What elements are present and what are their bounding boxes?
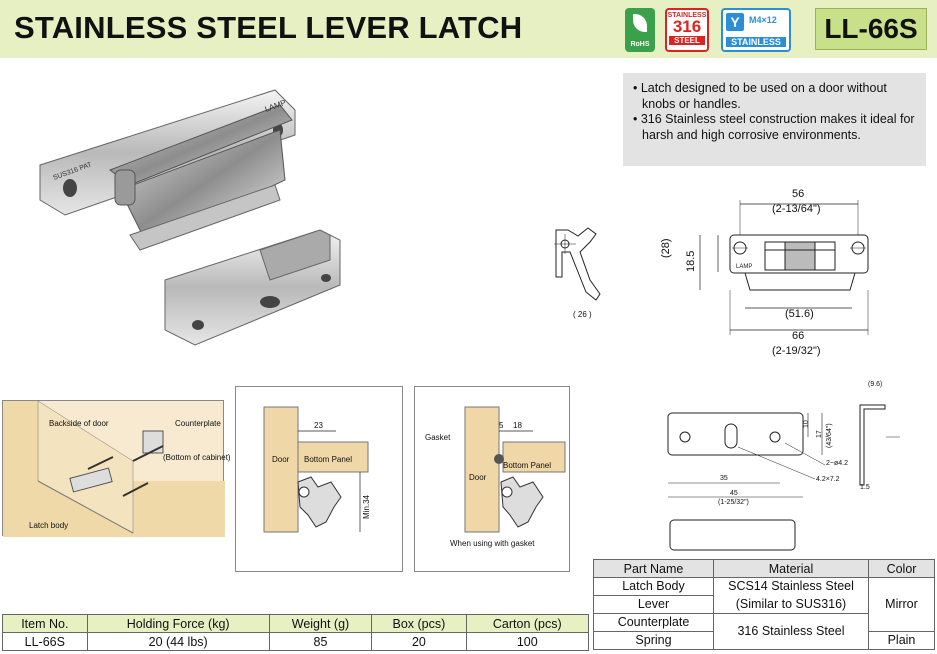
label-counterplate: Counterplate bbox=[175, 419, 221, 428]
th-part-name: Part Name bbox=[593, 559, 714, 578]
stainless-316-badge: STAINLESS 316 STEEL bbox=[665, 8, 709, 52]
table-row: Counterplate 316 Stainless Steel bbox=[593, 613, 935, 650]
td-scs14-line2: (Similar to SUS316) bbox=[713, 595, 869, 614]
td-mirror: Mirror bbox=[868, 577, 935, 632]
td-latch-body: Latch Body bbox=[593, 577, 714, 596]
installation-diagram: Backside of door Counterplate (Bottom of… bbox=[2, 400, 231, 537]
gasket-caption: When using with gasket bbox=[450, 539, 535, 548]
label-bottom-of-cabinet: (Bottom of cabinet) bbox=[163, 453, 231, 462]
screw-icon: Y bbox=[726, 13, 744, 31]
features-box: • Latch designed to be used on a door wi… bbox=[623, 73, 926, 166]
label-backside-of-door: Backside of door bbox=[49, 419, 109, 428]
item-table: Item No. Holding Force (kg) Weight (g) B… bbox=[2, 614, 590, 651]
mount-gasket-diagram: Gasket 5 18 Door Bottom Panel When using… bbox=[414, 386, 570, 572]
product-photo: LAMP SUS316 PAT bbox=[39, 89, 341, 346]
item-table-header: Item No. Holding Force (kg) Weight (g) B… bbox=[2, 614, 590, 633]
side-depth-dim: ( 26 ) bbox=[573, 310, 592, 319]
cp-thickness: (9.6) bbox=[868, 381, 883, 388]
leaf-icon bbox=[633, 14, 647, 32]
th-item-no: Item No. bbox=[2, 614, 88, 633]
cp-total-width-in: (1-25/32") bbox=[718, 499, 749, 506]
th-material: Material bbox=[713, 559, 869, 578]
feature-item: • Latch designed to be used on a door wi… bbox=[633, 81, 887, 111]
badge-stainless-label: STAINLESS bbox=[667, 12, 707, 19]
gasket-door-label: Door bbox=[469, 473, 487, 482]
counterplate-drawing bbox=[667, 404, 900, 551]
front-height-outer: (28) bbox=[660, 238, 672, 258]
mount-diagram: 23 Door Bottom Panel Min.34 bbox=[235, 386, 403, 572]
td-scs14-line1: SCS14 Stainless Steel bbox=[713, 577, 869, 596]
table-row: Spring Plain bbox=[593, 631, 935, 650]
cp-height-inner: 10 bbox=[803, 420, 810, 428]
page-title: STAINLESS STEEL LEVER LATCH bbox=[14, 10, 523, 45]
model-number: LL-66S bbox=[815, 8, 927, 50]
td-item-no: LL-66S bbox=[2, 632, 88, 651]
label-latch-body: Latch body bbox=[29, 521, 69, 530]
th-weight: Weight (g) bbox=[268, 614, 373, 633]
parts-table-header: Part Name Material Color bbox=[593, 559, 935, 578]
td-plain: Plain bbox=[868, 631, 935, 650]
cp-height-outer-in: (43/64") bbox=[826, 423, 833, 448]
th-carton: Carton (pcs) bbox=[465, 614, 590, 633]
gasket-label: Gasket bbox=[425, 433, 451, 442]
parts-table: Part Name Material Color Latch Body SCS1… bbox=[593, 559, 935, 650]
front-width-top-in: (2-13/64") bbox=[772, 203, 821, 215]
th-color: Color bbox=[868, 559, 935, 578]
gasket-offset-dim: 18 bbox=[513, 421, 522, 430]
front-height-inner: 18.5 bbox=[685, 250, 697, 272]
th-holding-force: Holding Force (kg) bbox=[86, 614, 270, 633]
front-width-inner: (51.6) bbox=[785, 308, 814, 320]
gasket-panel-label: Bottom Panel bbox=[503, 461, 552, 470]
td-spring: Spring bbox=[593, 631, 714, 650]
front-width-top: 56 bbox=[792, 188, 805, 200]
table-row: Latch Body SCS14 Stainless Steel Mirror bbox=[593, 577, 935, 632]
mount-min-dim: Min.34 bbox=[362, 494, 371, 519]
rohs-badge: RoHS bbox=[625, 8, 655, 52]
front-brand: LAMP bbox=[736, 264, 752, 270]
front-base-plate bbox=[729, 234, 869, 274]
counterplate-top-view bbox=[667, 412, 804, 456]
cp-total-width: 45 bbox=[730, 490, 738, 497]
screw-badge: Y M4×12 STAINLESS bbox=[721, 8, 791, 52]
cp-slot: 4.2×7.2 bbox=[816, 476, 840, 483]
mount-offset-dim: 23 bbox=[314, 421, 323, 430]
td-weight: 85 bbox=[268, 632, 373, 651]
gasket-gap-dim: 5 bbox=[499, 421, 504, 430]
front-width-bottom-in: (2-19/32") bbox=[772, 345, 821, 357]
td-holding-force: 20 (44 lbs) bbox=[86, 632, 270, 651]
td-counterplate: Counterplate bbox=[593, 613, 714, 632]
front-view-drawing: LAMP bbox=[699, 200, 869, 335]
td-ss316: 316 Stainless Steel bbox=[713, 613, 869, 650]
mount-panel-label: Bottom Panel bbox=[304, 455, 353, 464]
table-row: LL-66S 20 (44 lbs) 85 20 100 bbox=[2, 632, 590, 651]
badge-316-label: 316 bbox=[672, 17, 702, 36]
td-lever: Lever bbox=[593, 595, 714, 614]
header-bar: STAINLESS STEEL LEVER LATCH RoHS STAINLE… bbox=[0, 0, 937, 58]
feature-item: • 316 Stainless steel construction makes… bbox=[633, 112, 915, 142]
side-view-drawing bbox=[554, 227, 601, 301]
badge-steel-label: STEEL bbox=[669, 36, 705, 45]
th-box: Box (pcs) bbox=[371, 614, 467, 633]
cp-height-outer: 17 bbox=[816, 430, 823, 438]
cp-plate-thickness: 1.5 bbox=[860, 484, 870, 491]
cp-hole-dia: 2−ø4.2 bbox=[826, 460, 848, 467]
rohs-label: RoHS bbox=[630, 41, 650, 48]
screw-size-label: M4×12 bbox=[749, 15, 777, 25]
mount-door-label: Door bbox=[272, 455, 290, 464]
screw-material-label: STAINLESS bbox=[726, 37, 786, 47]
td-box: 20 bbox=[371, 632, 467, 651]
td-carton: 100 bbox=[465, 632, 590, 651]
table-row: Lever (Similar to SUS316) bbox=[593, 595, 935, 614]
front-width-bottom: 66 bbox=[792, 330, 805, 342]
cp-hole-pitch: 35 bbox=[720, 475, 728, 482]
